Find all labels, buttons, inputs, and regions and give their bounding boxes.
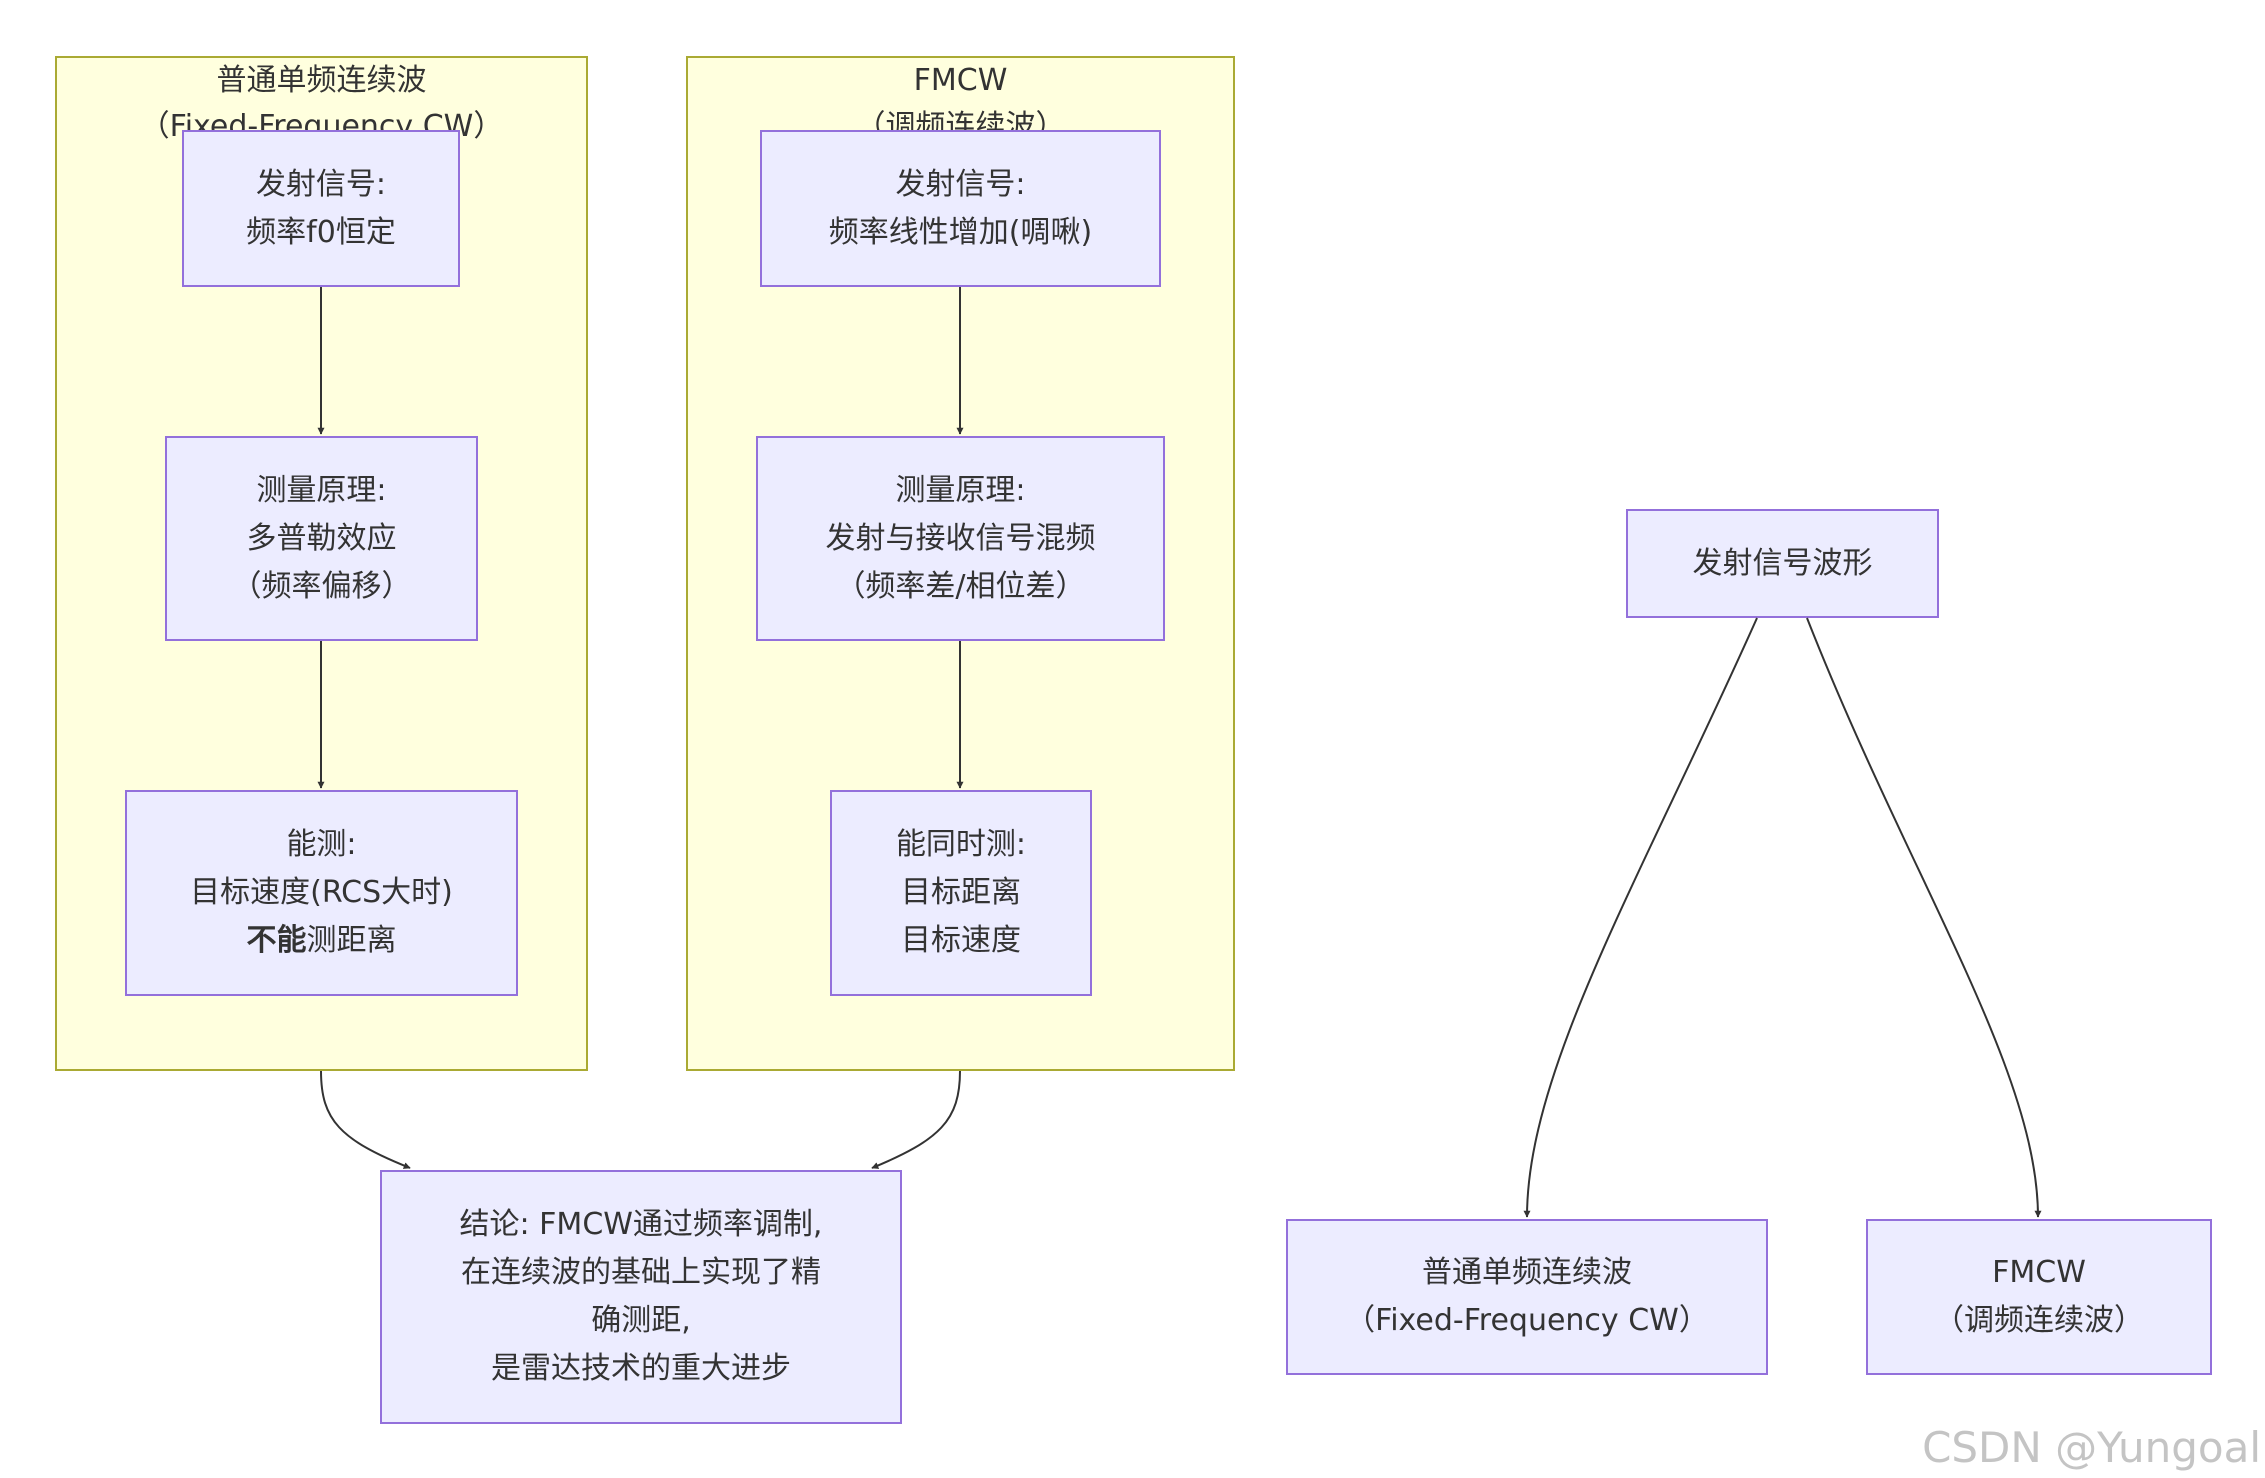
edge-root-to-leaf-fmcw: [1806, 617, 2042, 1218]
node-fmcw-principle-line3: （频率差/相位差）: [835, 568, 1086, 604]
node-cw-capability-line3-rest: 测距离: [306, 923, 397, 958]
node-fmcw-capability: 能同时测: 目标距离 目标速度: [830, 790, 1092, 996]
node-conclusion-line4: 是雷达技术的重大进步: [491, 1351, 791, 1386]
node-cw-principle: 测量原理: 多普勒效应 （频率偏移）: [165, 436, 478, 641]
node-cw-capability-line2: 目标速度(RCS大时): [190, 875, 453, 910]
node-root-waveform: 发射信号波形: [1626, 509, 1939, 618]
node-cw-capability-cannot: 不能: [246, 923, 307, 958]
node-conclusion: 结论: FMCW通过频率调制, 在连续波的基础上实现了精 确测距, 是雷达技术的…: [380, 1170, 902, 1424]
node-fmcw-principle-line1: 测量原理:: [895, 472, 1026, 508]
node-cw-transmit-signal-line1: 发射信号:: [255, 166, 387, 202]
node-conclusion-line3: 确测距,: [591, 1303, 691, 1338]
node-root-waveform-label: 发射信号波形: [1692, 545, 1873, 581]
node-fmcw-capability-line3: 目标速度: [901, 923, 1021, 958]
node-fmcw-principle-line2: 发射与接收信号混频: [825, 520, 1096, 556]
node-cw-capability: 能测: 目标速度(RCS大时) 不能测距离: [125, 790, 518, 996]
watermark-text: CSDN @Yungoal: [1922, 1423, 2261, 1472]
node-cw-principle-line2: 多普勒效应: [246, 520, 397, 556]
edge-root-to-leaf-cw: [1523, 617, 1758, 1218]
node-leaf-cw: 普通单频连续波 （Fixed-Frequency CW）: [1286, 1219, 1768, 1375]
node-leaf-cw-line1: 普通单频连续波: [1422, 1255, 1632, 1290]
node-fmcw-capability-line2: 目标距离: [901, 875, 1021, 910]
node-cw-capability-line3: 不能测距离: [247, 917, 397, 965]
edge-cw-cluster-to-conclusion: [320, 1070, 411, 1169]
node-conclusion-line1: 结论: FMCW通过频率调制,: [459, 1207, 823, 1242]
node-fmcw-transmit-signal-line2: 频率线性增加(啁啾): [828, 214, 1093, 250]
node-fmcw-transmit-signal: 发射信号: 频率线性增加(啁啾): [760, 130, 1161, 287]
node-fmcw-principle: 测量原理: 发射与接收信号混频 （频率差/相位差）: [756, 436, 1165, 641]
node-cw-transmit-signal: 发射信号: 频率f0恒定: [182, 130, 460, 287]
edge-fmcw-cluster-to-conclusion: [871, 1070, 961, 1169]
node-cw-principle-line1: 测量原理:: [256, 472, 387, 508]
node-fmcw-transmit-signal-line1: 发射信号:: [895, 166, 1026, 202]
node-fmcw-capability-line1: 能同时测:: [895, 827, 1027, 862]
node-leaf-fmcw-line2: （调频连续波）: [1934, 1303, 2144, 1338]
node-conclusion-line2: 在连续波的基础上实现了精: [461, 1255, 821, 1290]
node-leaf-fmcw: FMCW （调频连续波）: [1866, 1219, 2212, 1375]
node-cw-transmit-signal-line2: 频率f0恒定: [246, 214, 396, 250]
node-leaf-fmcw-line1: FMCW: [1992, 1255, 2086, 1290]
node-leaf-cw-line2: （Fixed-Frequency CW）: [1345, 1303, 1709, 1338]
node-cw-capability-line1: 能测:: [286, 827, 357, 862]
node-cw-principle-line3: （频率偏移）: [231, 568, 412, 604]
